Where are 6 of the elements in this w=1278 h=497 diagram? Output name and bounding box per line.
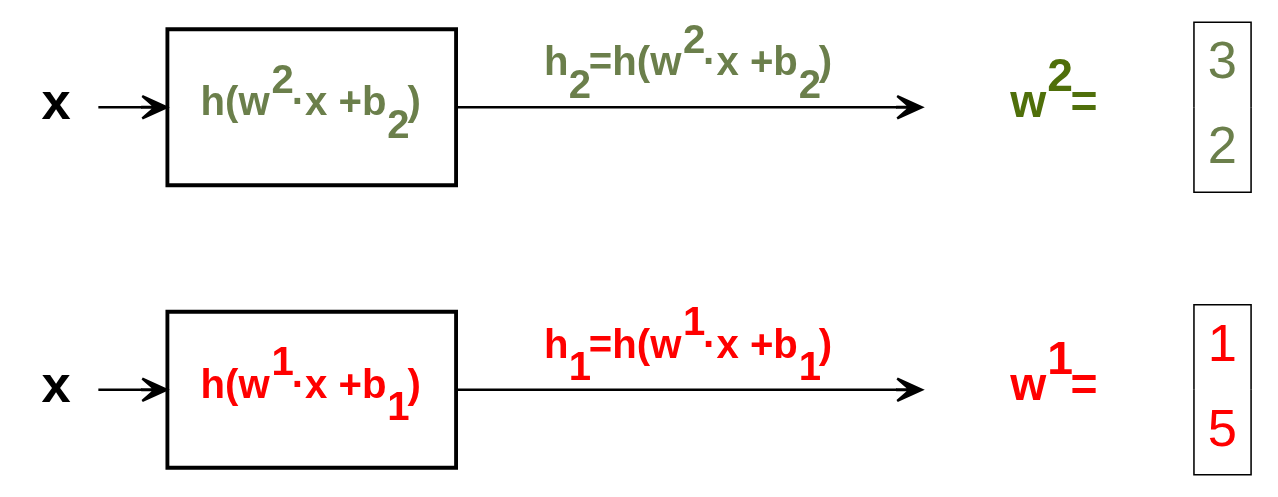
node-text: x xyxy=(41,71,71,131)
label: 1 xyxy=(1207,312,1238,372)
node-text: x xyxy=(41,353,71,413)
label: 5 xyxy=(1207,397,1238,457)
label: 2 xyxy=(1207,115,1238,175)
label: 3 xyxy=(1207,30,1238,90)
